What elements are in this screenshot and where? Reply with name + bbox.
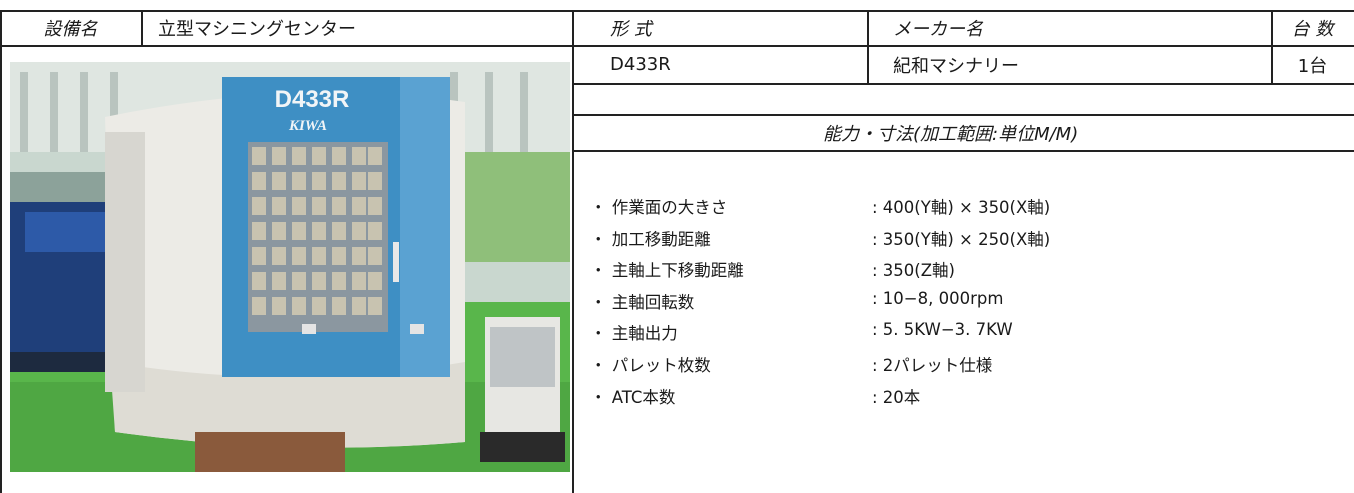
top-border bbox=[0, 10, 1354, 12]
spec-value: : 2パレット仕様 bbox=[872, 356, 993, 375]
spec-value: : 350(Z軸) bbox=[872, 261, 955, 280]
spec-label: ・ 主軸出力 bbox=[590, 324, 678, 343]
spec-value: : 20本 bbox=[872, 388, 921, 407]
record-divider bbox=[572, 83, 1354, 85]
spec-label: ・ ATC本数 bbox=[590, 388, 676, 407]
spec-value: : 5. 5KW−3. 7KW bbox=[872, 320, 1013, 339]
spec-value: : 400(Y軸) × 350(X軸) bbox=[872, 198, 1051, 217]
maker-value: 紀和マシナリー bbox=[893, 55, 1019, 77]
spec-label: ・ 加工移動距離 bbox=[590, 230, 711, 249]
model-value: D433R bbox=[610, 54, 671, 75]
photo-right-divider bbox=[572, 10, 574, 493]
count-label: 台 数 bbox=[1291, 19, 1334, 40]
section-top-divider bbox=[572, 114, 1354, 116]
model-label: 形 式 bbox=[610, 19, 652, 40]
maker-divider bbox=[867, 10, 869, 84]
plate-brand-text: KIWA bbox=[288, 118, 327, 134]
spec-label: ・ 作業面の大きさ bbox=[590, 198, 728, 217]
spec-label: ・ 主軸回転数 bbox=[590, 293, 695, 312]
section-title: 能力・寸法(加工範囲:単位M/M) bbox=[823, 123, 1079, 145]
spec-value: : 10−8, 000rpm bbox=[872, 289, 1004, 308]
equipment-name-label: 設備名 bbox=[43, 19, 98, 40]
section-bottom-divider bbox=[572, 150, 1354, 152]
machine-photo: D433R KIWA bbox=[10, 62, 570, 472]
header-divider bbox=[0, 45, 1354, 47]
plate-model-text: D433R bbox=[275, 86, 350, 113]
equipment-name: 立型マシニングセンター bbox=[158, 19, 356, 40]
spec-value: : 350(Y軸) × 250(X軸) bbox=[872, 230, 1051, 249]
spec-label: ・ 主軸上下移動距離 bbox=[590, 261, 744, 280]
maker-label: メーカー名 bbox=[893, 19, 983, 40]
count-value: 1台 bbox=[1297, 55, 1328, 77]
name-label-divider bbox=[141, 10, 143, 46]
left-border bbox=[0, 10, 2, 493]
count-divider bbox=[1271, 10, 1273, 84]
spec-label: ・ パレット枚数 bbox=[590, 356, 711, 375]
